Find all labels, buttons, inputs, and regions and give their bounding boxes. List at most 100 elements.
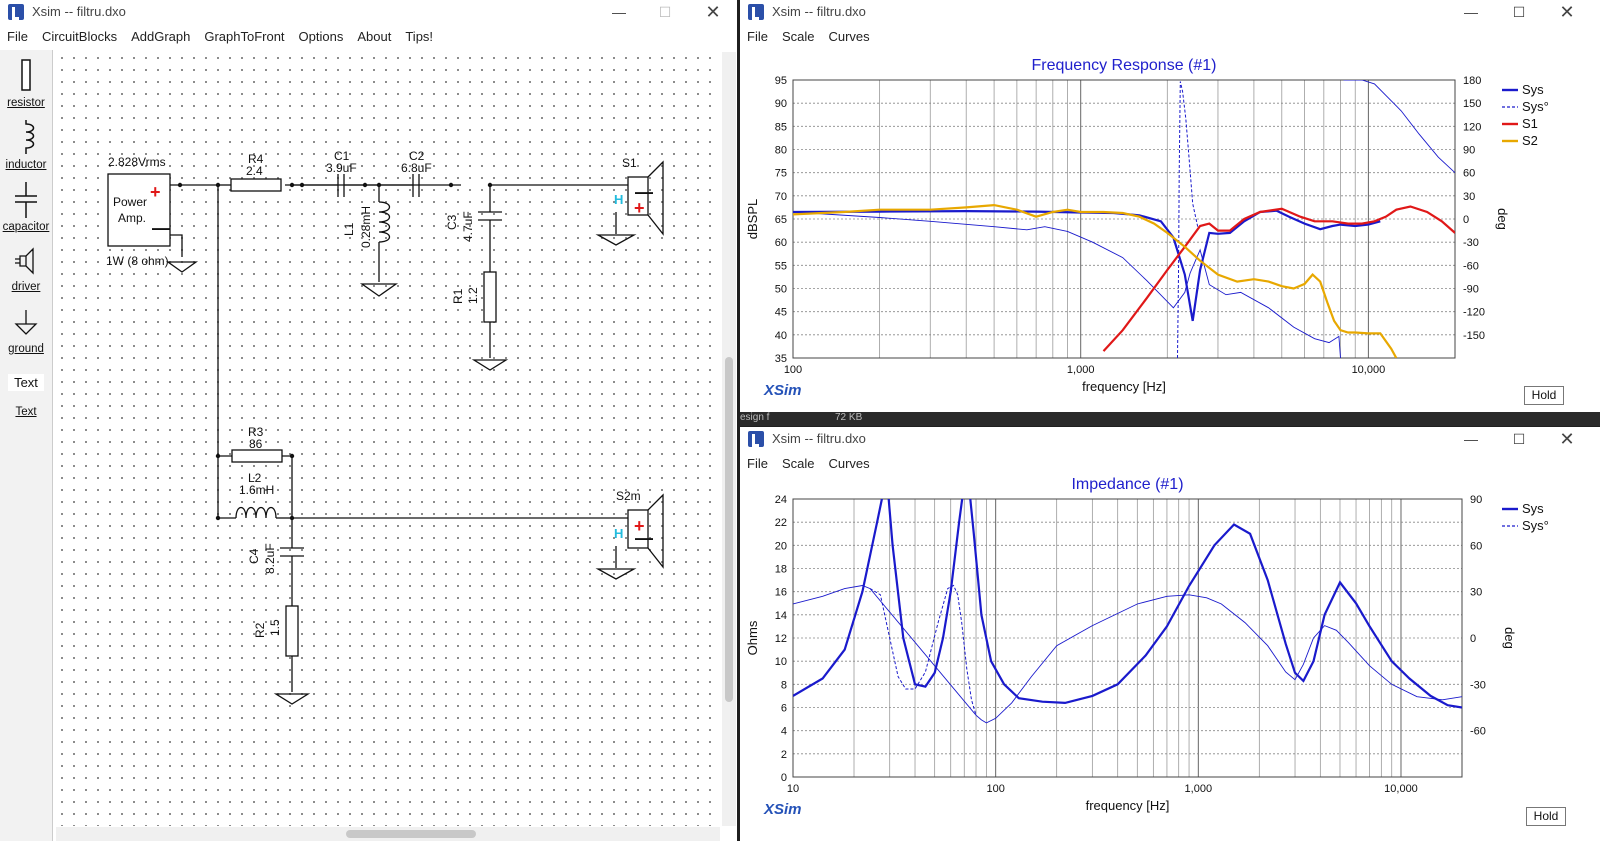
- r4-value: 2.4: [246, 164, 263, 178]
- title-bar[interactable]: Xsim -- filtru.dxo — ☐ ✕: [740, 0, 1600, 25]
- y-tick-label: 35: [775, 353, 787, 365]
- r3-name: R3: [248, 425, 264, 439]
- y-tick-label: 10: [775, 656, 787, 668]
- c1-name: C1: [334, 149, 350, 163]
- y-tick-label: 14: [775, 610, 787, 622]
- x-tick-label: 10,000: [1352, 364, 1386, 376]
- capacitor-c2[interactable]: [412, 174, 420, 197]
- tool-inductor[interactable]: inductor: [0, 120, 52, 171]
- series-line-sys: [869, 584, 977, 716]
- menu-bar: File Scale Curves: [740, 453, 1600, 475]
- maximize-button[interactable]: ☐: [1512, 4, 1526, 20]
- menu-curves[interactable]: Curves: [828, 456, 870, 471]
- y2-tick-label: -120: [1463, 307, 1485, 319]
- r1-name: R1: [451, 288, 465, 304]
- svg-text:—: —: [635, 182, 653, 202]
- power-amp-block[interactable]: [107, 173, 171, 247]
- y-tick-label: 6: [781, 703, 787, 715]
- menu-scale[interactable]: Scale: [781, 456, 815, 471]
- inductor-l2[interactable]: [235, 506, 277, 519]
- menu-about[interactable]: About: [357, 29, 392, 44]
- resistor-r2[interactable]: [285, 605, 299, 657]
- grid: [792, 79, 1456, 359]
- menu-graphtofront[interactable]: GraphToFront: [204, 29, 285, 44]
- s1-name: S1: [622, 156, 637, 170]
- resistor-r3[interactable]: [231, 449, 283, 463]
- hold-button[interactable]: Hold: [1526, 807, 1566, 826]
- y-axis-label: dBSPL: [745, 199, 760, 239]
- title-bar[interactable]: Xsim -- filtru.dxo — ☐ ✕: [0, 0, 737, 25]
- menu-circuitblocks[interactable]: CircuitBlocks: [41, 29, 118, 44]
- close-button[interactable]: ✕: [1559, 429, 1575, 449]
- y2-tick-label: -60: [1470, 726, 1486, 738]
- menu-file[interactable]: File: [747, 456, 768, 471]
- horizontal-scroll-thumb[interactable]: [346, 830, 476, 838]
- close-button[interactable]: ✕: [1559, 2, 1575, 22]
- y-tick-label: 50: [775, 284, 787, 296]
- tool-resistor[interactable]: resistor: [0, 58, 52, 109]
- x-axis-label: frequency [Hz]: [1086, 798, 1170, 813]
- series-line-s2: [793, 203, 1398, 358]
- y-tick-label: 90: [775, 98, 787, 110]
- series-line-sys: [793, 209, 1381, 322]
- window-title: Xsim -- filtru.dxo: [772, 431, 866, 446]
- xsim-app-icon: [748, 4, 764, 20]
- resistor-r1[interactable]: [483, 271, 497, 323]
- y-tick-label: 4: [781, 726, 787, 738]
- y2-tick-label: -30: [1463, 237, 1479, 249]
- bg-strip-left-text: esign f: [740, 412, 770, 423]
- menu-scale[interactable]: Scale: [781, 29, 815, 44]
- maximize-button[interactable]: ☐: [1512, 431, 1526, 447]
- y-tick-label: 40: [775, 330, 787, 342]
- hold-button[interactable]: Hold: [1524, 386, 1564, 405]
- r3-value: 86: [249, 437, 263, 451]
- resistor-r4[interactable]: [230, 178, 282, 192]
- r2-value: 1.5: [268, 619, 282, 636]
- l1-name: L1: [342, 222, 356, 236]
- y2-axis-label: deg: [1495, 208, 1510, 230]
- tool-capacitor[interactable]: capacitor: [0, 182, 52, 233]
- y2-axis-label: deg: [1502, 627, 1517, 649]
- tool-text[interactable]: Text: [0, 374, 52, 391]
- component-toolbox: resistor inductor capacitor driver groun…: [0, 50, 53, 841]
- y-tick-label: 75: [775, 168, 787, 180]
- inductor-l1[interactable]: [378, 201, 391, 243]
- tool-ground[interactable]: ground: [0, 308, 52, 355]
- x-tick-label: 100: [986, 783, 1004, 795]
- capacitor-c4[interactable]: [280, 547, 304, 557]
- y2-tick-label: 0: [1470, 633, 1476, 645]
- maximize-button[interactable]: ☐: [658, 4, 672, 20]
- menu-file[interactable]: File: [747, 29, 768, 44]
- menu-bar: File Scale Curves: [740, 26, 1600, 48]
- vertical-scrollbar[interactable]: [722, 52, 736, 826]
- menu-addgraph[interactable]: AddGraph: [131, 29, 191, 44]
- source-voltage-label: 2.828Vrms: [108, 155, 166, 169]
- minimize-button[interactable]: —: [612, 4, 626, 20]
- chart-title: Impedance (#1): [1071, 477, 1183, 493]
- driver-s2[interactable]: [627, 509, 649, 549]
- l2-value: 1.6mH: [239, 483, 274, 497]
- tool-resistor-label: resistor: [7, 97, 45, 109]
- menu-tips[interactable]: Tips!: [405, 29, 434, 44]
- menu-curves[interactable]: Curves: [828, 29, 870, 44]
- minimize-button[interactable]: —: [1464, 431, 1478, 447]
- title-bar[interactable]: Xsim -- filtru.dxo — ☐ ✕: [740, 427, 1600, 452]
- capacitor-c3[interactable]: [478, 211, 502, 221]
- tool-text-link[interactable]: Text: [0, 406, 52, 418]
- horizontal-scrollbar[interactable]: [56, 827, 720, 841]
- menu-options[interactable]: Options: [298, 29, 344, 44]
- driver-s1[interactable]: [627, 176, 649, 216]
- minimize-button[interactable]: —: [1464, 4, 1478, 20]
- close-button[interactable]: ✕: [705, 2, 721, 22]
- series-group: [793, 80, 1455, 358]
- tool-driver[interactable]: driver: [0, 246, 52, 293]
- vertical-scroll-thumb[interactable]: [725, 357, 733, 702]
- menu-file[interactable]: File: [7, 29, 28, 44]
- plot-frame: [792, 79, 1456, 359]
- xsim-app-icon: [8, 4, 24, 20]
- r1-value: 1.2: [466, 287, 480, 304]
